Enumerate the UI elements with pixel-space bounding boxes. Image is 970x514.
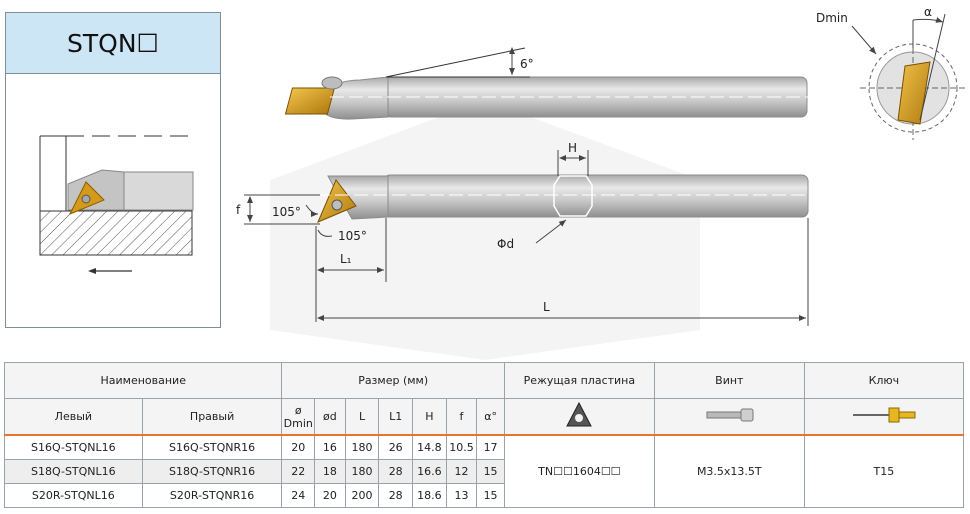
watermark-logo xyxy=(270,100,700,360)
header-alpha: α° xyxy=(476,398,505,436)
header-od: ød xyxy=(314,398,346,436)
l1-label: L₁ xyxy=(340,252,352,266)
header-screw: Винт xyxy=(653,362,805,399)
boring-sketch-drawing xyxy=(39,135,194,274)
dmin-label: Dmin xyxy=(816,11,848,25)
h-label: H xyxy=(568,141,577,155)
workpiece-section xyxy=(39,210,193,256)
header-right: Правый xyxy=(141,398,283,436)
torx-key-icon xyxy=(852,407,916,423)
screw-code: M3.5x13.5T xyxy=(653,434,805,508)
table-row: S18Q-STQNL16 S18Q-STQNR16 22 18 180 28 1… xyxy=(4,459,964,484)
header-insert: Режущая пластина xyxy=(503,362,655,399)
header-f: f xyxy=(445,398,478,436)
table-row: S20R-STQNL16 S20R-STQNR16 24 20 200 28 1… xyxy=(4,483,964,508)
bottom-bar-view: H Φd f 105° 105° L₁ L xyxy=(236,141,820,326)
phi-d-label: Φd xyxy=(497,237,514,251)
table-row: S16Q-STQNL16 S16Q-STQNR16 20 16 180 26 1… xyxy=(4,434,965,508)
top-insert xyxy=(284,87,336,115)
header-name: Наименование xyxy=(3,362,283,399)
key-image-cell xyxy=(803,398,965,436)
product-title: STQN☐ xyxy=(5,12,221,74)
screw-icon xyxy=(706,408,754,422)
machining-sketch xyxy=(5,74,221,328)
insert-image-cell xyxy=(503,398,655,436)
angle-105-top-label: 105° xyxy=(272,205,301,219)
screw-image-cell xyxy=(653,398,805,436)
f-label: f xyxy=(236,203,241,217)
top-bar-view: 6° xyxy=(284,47,820,120)
key-code: T15 xyxy=(803,434,965,508)
insert-code: TN☐☐1604☐☐ xyxy=(503,434,655,508)
l-label: L xyxy=(543,300,550,314)
header-size: Размер (мм) xyxy=(281,362,505,399)
dmin-detail-view: α Dmin xyxy=(816,5,966,140)
header-key: Ключ xyxy=(803,362,965,399)
technical-drawing: 6° H Φd f 105° 105° L₁ L xyxy=(236,5,966,360)
header-h: H xyxy=(412,398,447,436)
alpha-label: α xyxy=(924,5,932,19)
angle-6-label: 6° xyxy=(520,57,534,71)
header-l: L xyxy=(344,398,380,436)
header-left: Левый xyxy=(4,398,143,436)
triangle-insert-icon xyxy=(566,401,593,427)
spec-table: Наименование Размер (мм) Режущая пластин… xyxy=(3,362,965,508)
angle-105-bottom-label: 105° xyxy=(338,229,367,243)
header-l1: L1 xyxy=(378,398,414,436)
